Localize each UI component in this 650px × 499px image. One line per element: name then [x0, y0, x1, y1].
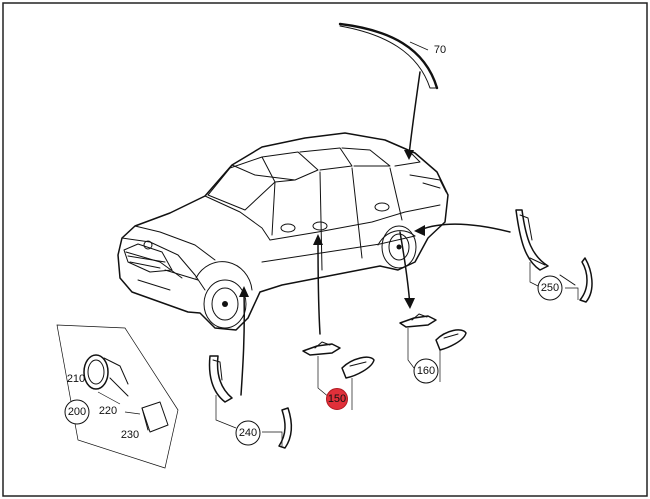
leader-250	[414, 223, 579, 300]
callout-250-marker	[537, 275, 563, 301]
callout-210[interactable]: 210	[67, 373, 85, 385]
callout-210-label: 210	[67, 373, 85, 385]
callout-240[interactable]: 240	[235, 420, 261, 446]
callout-150-marker	[326, 388, 348, 410]
callout-220[interactable]: 220	[99, 405, 117, 417]
leader-240	[215, 286, 283, 446]
callout-150[interactable]: 150	[326, 388, 348, 410]
callout-200[interactable]: 200	[64, 399, 90, 425]
callout-230[interactable]: 230	[121, 429, 139, 441]
part-160-handles	[399, 313, 467, 351]
callout-250-label: 250	[541, 282, 559, 294]
callout-250[interactable]: 250	[537, 275, 563, 301]
leader-70	[404, 41, 429, 160]
callout-230-label: 230	[121, 429, 139, 441]
callout-240-marker	[235, 420, 261, 446]
callout-150-label: 150	[328, 393, 346, 405]
leader-150	[313, 234, 353, 410]
part-240-liners	[208, 355, 293, 449]
callout-220-label: 220	[99, 405, 117, 417]
callout-200-label: 200	[68, 406, 86, 418]
callout-240-label: 240	[239, 427, 257, 439]
part-150-handles	[302, 341, 375, 379]
car-outline	[117, 132, 449, 331]
callout-70-label: 70	[434, 44, 446, 56]
part-70-spoiler	[338, 22, 439, 90]
callout-160-label: 160	[417, 365, 435, 377]
callout-160[interactable]: 160	[413, 358, 439, 384]
leader-160	[399, 231, 441, 382]
callout-160-marker	[413, 358, 439, 384]
callout-70[interactable]: 70	[434, 44, 446, 56]
part-250-liners	[515, 209, 593, 303]
callout-200-marker	[64, 399, 90, 425]
